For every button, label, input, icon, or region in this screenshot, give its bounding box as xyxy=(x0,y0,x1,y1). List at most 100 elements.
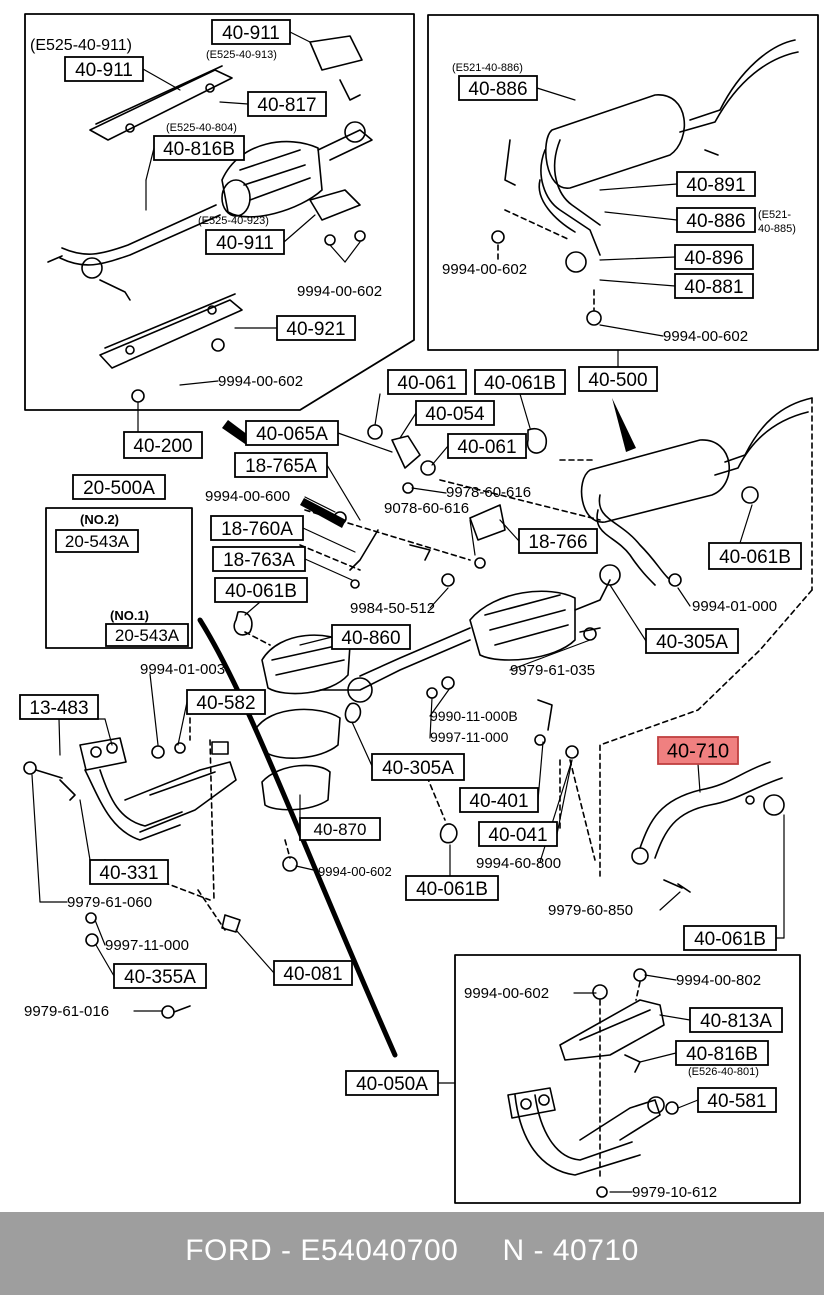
part-number-text: 40-050A xyxy=(356,1074,428,1095)
part-label-box xyxy=(708,542,802,570)
part-label-l21: 40-896 xyxy=(674,244,754,270)
part-label-box xyxy=(447,433,527,459)
part-number-text: 9994-00-602 xyxy=(318,864,392,879)
part-label-box xyxy=(113,963,207,989)
rear-muffler-main xyxy=(580,397,813,587)
part-label-l19: 40-885) xyxy=(758,223,796,235)
part-label-box xyxy=(212,546,306,572)
part-label-l10: 9994-00-602 xyxy=(297,283,382,300)
part-number-text: 40-581 xyxy=(707,1091,766,1112)
part-number-text: 40-200 xyxy=(133,436,192,457)
part-label-box xyxy=(458,75,538,101)
tail-pipe-40-710 xyxy=(631,761,785,893)
part-number-text: 40-886 xyxy=(468,79,527,100)
front-pipe-main xyxy=(23,737,241,1019)
part-label-box xyxy=(689,1007,783,1033)
part-number-text: 20-543A xyxy=(65,532,130,551)
part-label-l49: 9979-61-035 xyxy=(510,662,595,679)
part-number-text: 9994-00-602 xyxy=(218,373,303,390)
part-label-box xyxy=(474,369,566,395)
part-number-text: 9994-01-000 xyxy=(692,598,777,615)
part-number-text: 40-710 xyxy=(667,741,729,763)
part-number-text: 40-331 xyxy=(99,863,158,884)
part-label-l55: 40-305A xyxy=(371,753,465,781)
part-number-text: 9994-60-800 xyxy=(476,855,561,872)
part-label-l45: 20-543A xyxy=(105,623,189,647)
part-label-box xyxy=(55,529,139,553)
part-label-l53: 9997-11-000 xyxy=(430,729,509,745)
part-label-box xyxy=(674,244,754,270)
part-label-box xyxy=(105,623,189,647)
part-number-text: (NO.1) xyxy=(110,608,149,623)
part-number-text: 40-061B xyxy=(484,373,556,394)
part-label-l34: 9078-60-616 xyxy=(384,500,469,517)
part-number-text: 40-054 xyxy=(425,404,485,425)
pre-cat-converter xyxy=(254,634,351,872)
part-label-box xyxy=(674,273,754,299)
part-label-box xyxy=(273,960,353,986)
part-label-box xyxy=(415,400,495,426)
part-number-text: 9997-11-000 xyxy=(430,729,509,745)
part-number-text: 18-765A xyxy=(245,456,317,477)
part-label-box xyxy=(697,1087,777,1113)
part-number-text: 9984-50-512 xyxy=(350,600,435,617)
part-label-l17: 40-886 xyxy=(676,207,756,233)
part-number-text: 40-061B xyxy=(694,929,766,950)
part-label-box xyxy=(645,628,739,654)
part-label-l04: 40-911 xyxy=(64,56,144,82)
part-label-l35: (NO.2) xyxy=(80,512,119,527)
part-number-text: 18-766 xyxy=(528,532,587,553)
part-label-box xyxy=(518,528,598,554)
catalytic-converter-tl xyxy=(221,121,373,218)
part-label-box xyxy=(211,19,291,45)
frame-top-right xyxy=(427,14,819,351)
part-label-l09: 40-911 xyxy=(205,229,285,255)
part-label-l58: 40-041 xyxy=(478,821,558,847)
part-label-box xyxy=(676,207,756,233)
part-label-box xyxy=(214,577,308,603)
dashed-guides-br xyxy=(599,981,641,1181)
part-number-text: 40-870 xyxy=(314,820,367,839)
part-label-box xyxy=(186,689,266,715)
part-number-text: 9994-00-602 xyxy=(297,283,382,300)
part-label-l50: 40-582 xyxy=(186,689,266,715)
footer-part-text: FORD - E54040700 N - 40710 xyxy=(185,1234,639,1267)
part-number-text: 20-500A xyxy=(83,478,155,499)
part-number-text: 9979-10-612 xyxy=(632,1184,717,1201)
part-label-l12: 9994-00-602 xyxy=(218,373,303,390)
part-number-text: 40-911 xyxy=(75,60,133,81)
part-number-text: (E525-40-913) xyxy=(206,49,277,61)
part-labels: 40-911(E525-40-913)(E525-40-911)40-91140… xyxy=(19,19,802,1201)
part-number-text: 40-061B xyxy=(719,547,791,568)
part-number-text: 40-911 xyxy=(216,233,274,254)
part-number-text: 40-061B xyxy=(225,581,297,602)
muffler-tr xyxy=(491,39,799,326)
part-number-text: 9994-00-802 xyxy=(676,972,761,989)
part-label-l30: 18-765A xyxy=(234,452,328,478)
part-label-l47: 40-305A xyxy=(645,628,739,654)
part-label-l76: 40-581 xyxy=(697,1087,777,1113)
part-number-text: 40-813A xyxy=(700,1011,772,1032)
part-label-l61: 9994-00-602 xyxy=(318,864,392,879)
part-label-l68: 40-081 xyxy=(273,960,353,986)
part-label-box xyxy=(210,515,304,541)
part-label-l07: 40-816B xyxy=(153,135,245,161)
part-label-l38: 18-766 xyxy=(518,528,598,554)
frame-top-left xyxy=(24,13,415,411)
part-number-text: 40-081 xyxy=(283,964,342,985)
part-label-l75: 40-050A xyxy=(345,1070,439,1096)
part-label-l73: 40-816B xyxy=(675,1040,769,1066)
part-number-text: 40-061B xyxy=(416,879,488,900)
part-label-l25: 40-061B xyxy=(474,369,566,395)
front-pipe-br xyxy=(507,968,679,1198)
direction-arrows xyxy=(222,398,636,528)
part-number-text: (E521- xyxy=(758,209,791,221)
part-number-text: 9078-60-616 xyxy=(384,500,469,517)
part-number-text: 40-886 xyxy=(686,211,745,232)
part-label-box xyxy=(89,859,169,885)
part-label-l56: 40-401 xyxy=(459,787,539,813)
part-label-box xyxy=(245,420,339,446)
part-number-text: 9994-00-602 xyxy=(663,328,748,345)
part-number-text: 40-891 xyxy=(686,175,745,196)
part-number-text: (NO.2) xyxy=(80,512,119,527)
